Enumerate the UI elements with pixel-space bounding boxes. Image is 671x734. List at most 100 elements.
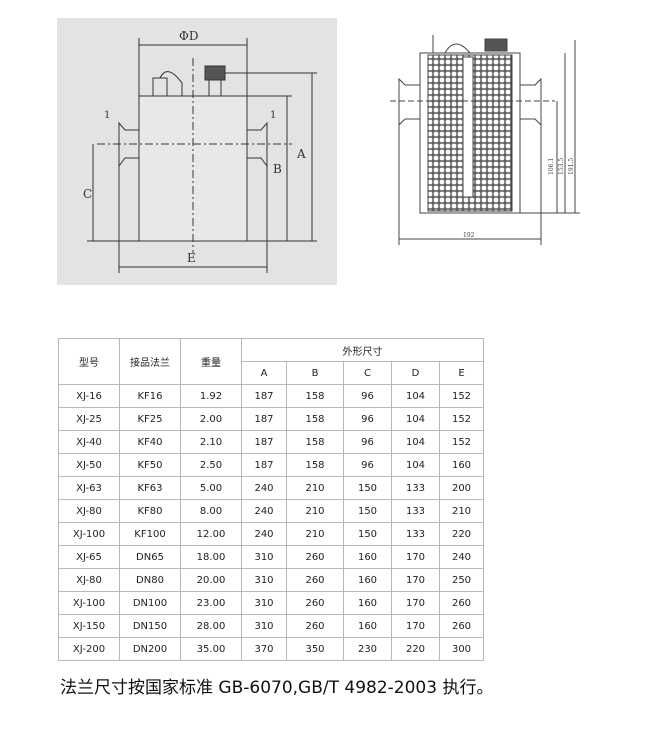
header-a: A: [241, 361, 287, 385]
table-cell: 160: [343, 568, 392, 592]
dim-191: 191.5: [568, 158, 575, 175]
table-cell: 210: [286, 476, 344, 500]
table-cell: 133: [391, 522, 440, 546]
table-cell: 158: [286, 384, 344, 408]
table-cell: 96: [343, 384, 392, 408]
dim-153: 153.5: [558, 158, 565, 175]
table-cell: 220: [391, 637, 440, 661]
table-cell: 18.00: [180, 545, 242, 569]
label-c: C: [83, 187, 92, 201]
dim-106: 106.1: [548, 158, 555, 175]
table-cell: KF16: [119, 384, 181, 408]
table-cell: 96: [343, 453, 392, 477]
table-cell: 310: [241, 545, 287, 569]
outline-drawing: ΦD 1 1 C B A E: [57, 18, 337, 285]
table-cell: 310: [241, 568, 287, 592]
table-cell: XJ-100: [58, 591, 120, 615]
table-cell: XJ-200: [58, 637, 120, 661]
table-cell: 210: [286, 499, 344, 523]
part-label-left: 1: [104, 110, 110, 121]
table-cell: 35.00: [180, 637, 242, 661]
header-c: C: [343, 361, 392, 385]
table-cell: 160: [343, 614, 392, 638]
header-weight: 重量: [180, 338, 242, 385]
header-d: D: [391, 361, 440, 385]
table-cell: DN80: [119, 568, 181, 592]
table-cell: 150: [343, 499, 392, 523]
table-cell: DN150: [119, 614, 181, 638]
table-cell: 260: [439, 614, 484, 638]
table-cell: XJ-65: [58, 545, 120, 569]
table-cell: 1.92: [180, 384, 242, 408]
table-cell: KF80: [119, 499, 181, 523]
table-cell: 152: [439, 430, 484, 454]
part-label-right: 1: [270, 110, 276, 121]
table-cell: 158: [286, 430, 344, 454]
table-cell: 133: [391, 476, 440, 500]
table-cell: 350: [286, 637, 344, 661]
table-cell: 96: [343, 407, 392, 431]
table-cell: 20.00: [180, 568, 242, 592]
table-cell: 240: [241, 499, 287, 523]
table-cell: 230: [343, 637, 392, 661]
table-cell: KF100: [119, 522, 181, 546]
table-cell: 260: [286, 568, 344, 592]
header-flange: 接品法兰: [119, 338, 181, 385]
table-cell: 240: [241, 522, 287, 546]
table-cell: XJ-16: [58, 384, 120, 408]
table-cell: XJ-25: [58, 407, 120, 431]
table-cell: 158: [286, 453, 344, 477]
standard-note: 法兰尺寸按国家标准 GB-6070,GB/T 4982-2003 执行。: [60, 678, 494, 698]
table-cell: 160: [343, 591, 392, 615]
table-cell: 160: [343, 545, 392, 569]
table-cell: 260: [286, 545, 344, 569]
table-cell: 2.00: [180, 407, 242, 431]
table-cell: 23.00: [180, 591, 242, 615]
table-cell: 170: [391, 614, 440, 638]
table-cell: DN100: [119, 591, 181, 615]
table-cell: 187: [241, 407, 287, 431]
label-e: E: [187, 251, 196, 265]
table-cell: KF25: [119, 407, 181, 431]
dim-width: 192: [463, 232, 475, 239]
table-cell: 12.00: [180, 522, 242, 546]
table-cell: 260: [286, 614, 344, 638]
header-dims: 外形尺寸: [241, 338, 484, 362]
table-cell: 28.00: [180, 614, 242, 638]
table-cell: 104: [391, 384, 440, 408]
table-cell: 240: [439, 545, 484, 569]
table-cell: 5.00: [180, 476, 242, 500]
table-cell: XJ-63: [58, 476, 120, 500]
table-cell: 310: [241, 591, 287, 615]
table-cell: 8.00: [180, 499, 242, 523]
table-cell: 104: [391, 430, 440, 454]
table-cell: KF63: [119, 476, 181, 500]
table-cell: 250: [439, 568, 484, 592]
table-cell: 240: [241, 476, 287, 500]
table-cell: 187: [241, 453, 287, 477]
table-cell: DN65: [119, 545, 181, 569]
table-cell: XJ-80: [58, 568, 120, 592]
table-cell: 158: [286, 407, 344, 431]
table-cell: 133: [391, 499, 440, 523]
header-b: B: [286, 361, 344, 385]
table-cell: XJ-50: [58, 453, 120, 477]
label-b: B: [273, 162, 282, 176]
table-cell: 187: [241, 430, 287, 454]
table-cell: 170: [391, 545, 440, 569]
table-cell: 104: [391, 407, 440, 431]
table-cell: XJ-100: [58, 522, 120, 546]
table-cell: XJ-80: [58, 499, 120, 523]
table-cell: 104: [391, 453, 440, 477]
table-cell: DN200: [119, 637, 181, 661]
